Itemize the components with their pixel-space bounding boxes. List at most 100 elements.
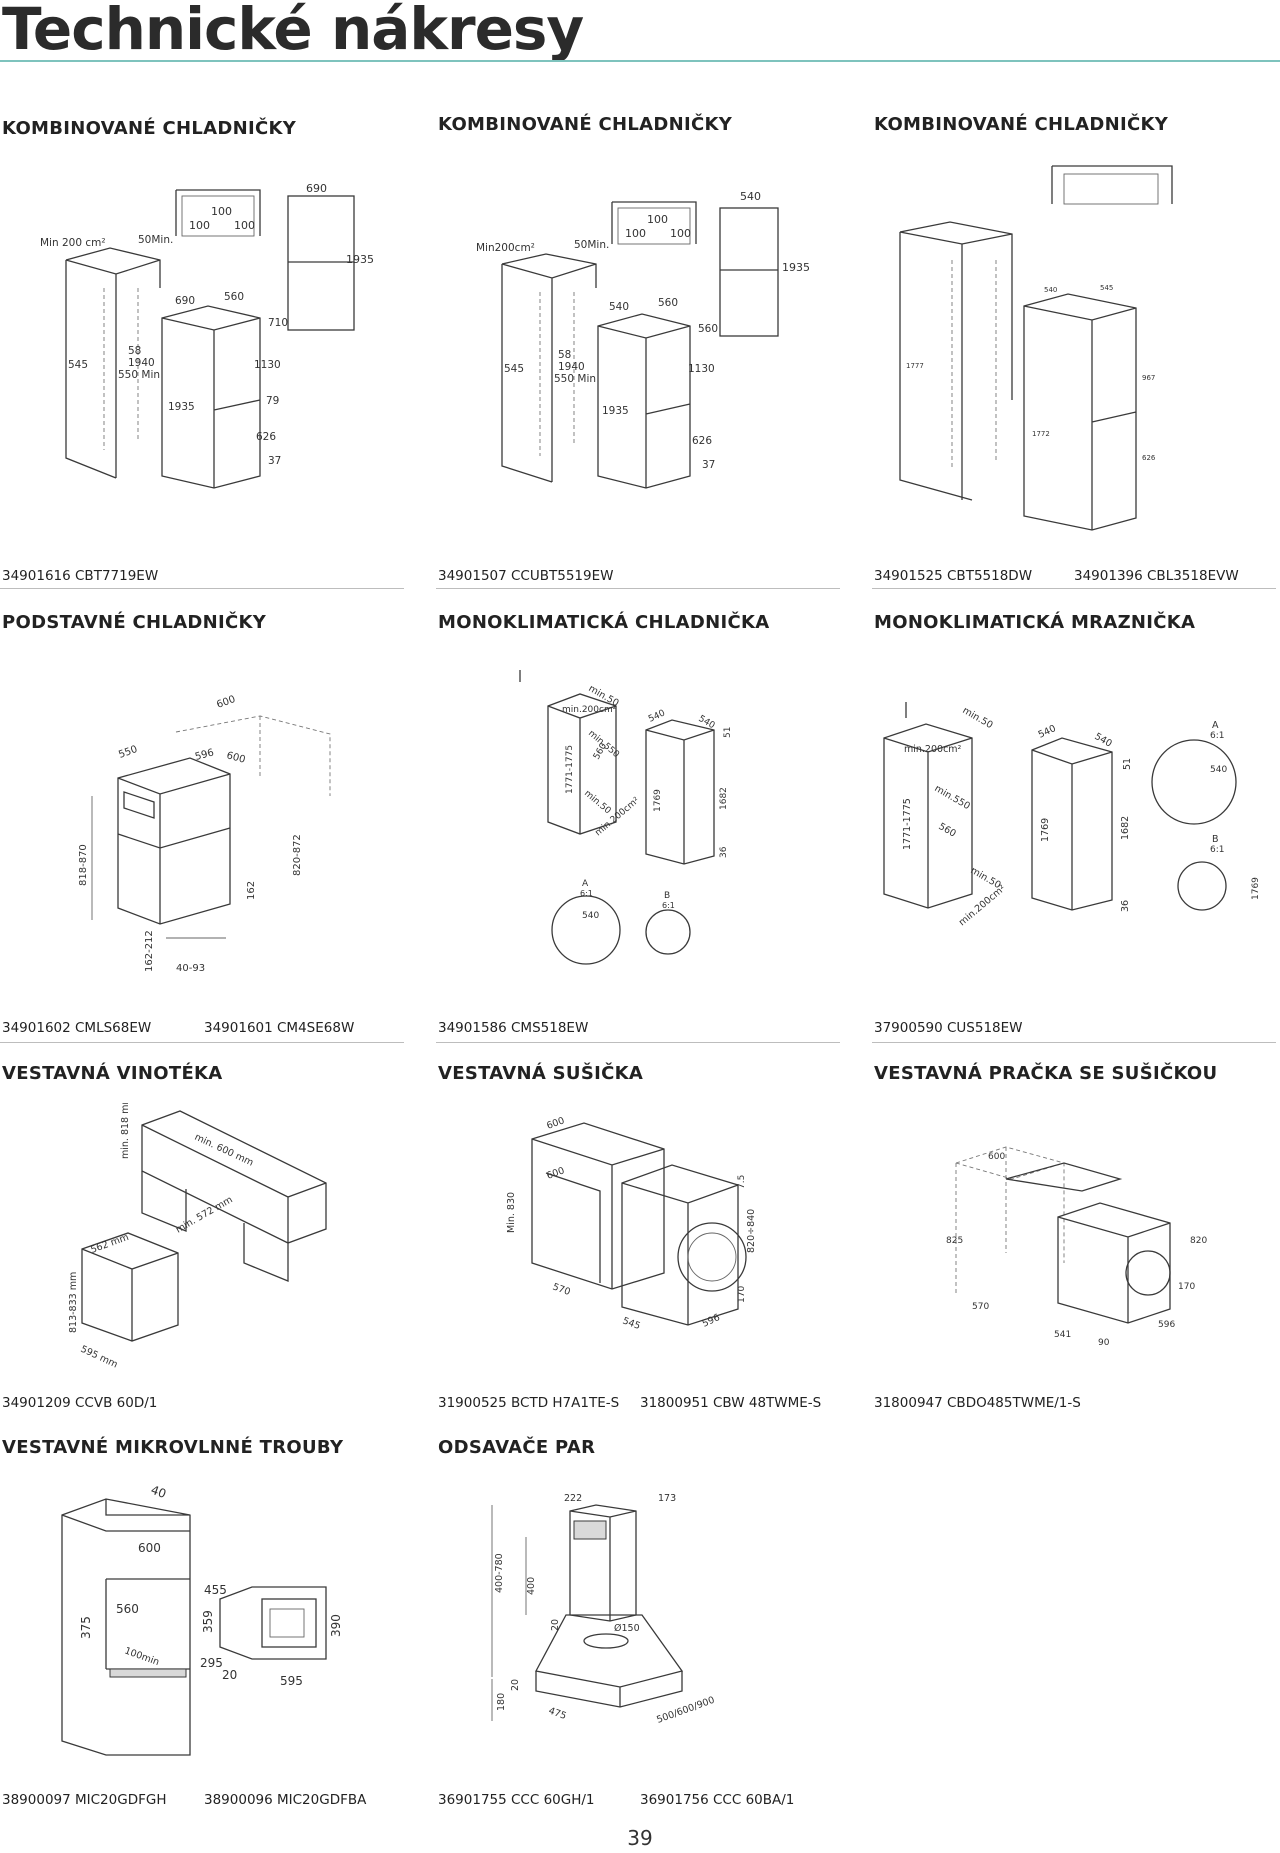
dim-label: min.50 — [582, 789, 613, 817]
technical-drawing-single-freezer: min.50 min.200cm² 1771-1775 min.550 560 … — [872, 690, 1276, 990]
product-code: 36901755 CCC 60GH/1 — [438, 1792, 595, 1808]
dim-label: 170 — [737, 1286, 747, 1303]
product-code: 37900590 CUS518EW — [874, 1020, 1023, 1036]
dim-label: 560 — [698, 323, 718, 335]
section-divider — [872, 588, 1276, 589]
dim-label: min. 572 mm — [174, 1194, 235, 1235]
dim-label: 162 — [246, 881, 257, 900]
section-heading: VESTAVNÁ PRAČKA SE SUŠIČKOU — [874, 1063, 1218, 1084]
product-code: 34901209 CCVB 60D/1 — [2, 1395, 158, 1411]
dim-label: 37 — [268, 455, 281, 467]
dim-label: B — [1212, 834, 1219, 845]
dim-label: 1935 — [782, 261, 810, 274]
dim-label: 595 — [280, 1674, 303, 1688]
section-heading: KOMBINOVANÉ CHLADNIČKY — [874, 114, 1169, 135]
dim-label: 1769 — [1040, 818, 1051, 842]
dim-label: 500/600/900 — [655, 1695, 716, 1726]
title-divider — [0, 60, 1280, 62]
product-code: 31800951 CBW 48TWME-S — [640, 1395, 822, 1411]
dim-label: 6:1 — [1210, 731, 1224, 741]
dim-label: 540 — [647, 708, 667, 724]
product-code: 34901507 CCUBT5519EW — [438, 568, 614, 584]
dim-label: 560 — [658, 297, 678, 309]
dim-label: 626 — [256, 431, 276, 443]
dim-label: Min 200 cm² — [40, 237, 106, 249]
dim-label: 570 — [551, 1281, 572, 1298]
technical-drawing-washer-dryer: 600 825 820 570 541 90 596 170 — [872, 1113, 1276, 1393]
product-code: 31900525 BCTD H7A1TE-S — [438, 1395, 620, 1411]
dim-label: 90 — [1098, 1338, 1110, 1348]
dim-label: 400-780 — [494, 1553, 505, 1593]
dim-label: 813-833 mm — [68, 1272, 79, 1333]
section-heading: MONOKLIMATICKÁ CHLADNIČKA — [438, 612, 770, 633]
dim-label: 162-212 — [144, 930, 155, 972]
dim-label: 560 — [116, 1602, 139, 1616]
dim-label: 400 — [526, 1577, 537, 1595]
dim-label: 51 — [1122, 758, 1133, 770]
dim-label: 1130 — [688, 363, 715, 375]
dim-label: 550 — [117, 744, 139, 761]
dim-label: min.200cm² — [562, 705, 617, 715]
dim-label: 1940 — [558, 361, 585, 373]
page-title: Technické nákresy — [2, 0, 584, 63]
dim-label: 818-870 — [78, 844, 89, 886]
dim-label: 600 — [215, 694, 237, 711]
product-codes: 34901616 CBT7719EW — [2, 568, 158, 584]
product-code: 38900096 MIC20GDFBA — [204, 1792, 367, 1808]
section-divider — [872, 1042, 1276, 1043]
dim-label: 173 — [658, 1493, 676, 1504]
technical-drawing-microwaves: 40 600 560 375 100min 455 359 390 295 20… — [0, 1469, 404, 1759]
dim-label: 1769 — [1251, 877, 1261, 900]
technical-drawing-combi-fridge-1: 100 100 100 690 1935 Min 200 cm² 50Min. … — [0, 178, 404, 518]
dim-label: 690 — [175, 295, 195, 307]
dim-label: 570 — [972, 1302, 989, 1312]
dim-label: A — [582, 879, 589, 889]
dim-label: 690 — [306, 182, 327, 195]
dim-label: 541 — [1054, 1330, 1071, 1340]
dim-label: 545 — [504, 363, 524, 375]
dim-label: 600 — [225, 750, 246, 766]
dim-label: 1682 — [1120, 816, 1131, 840]
dim-label: 50Min. — [574, 239, 609, 251]
dim-label: 626 — [692, 435, 712, 447]
dim-label: 170 — [1178, 1282, 1195, 1292]
dim-label: 1682 — [719, 787, 729, 810]
dim-label: 6:1 — [1210, 845, 1224, 855]
product-code: 34901525 CBT5518DW — [874, 568, 1033, 584]
section-heading: MONOKLIMATICKÁ MRAZNIČKA — [874, 612, 1196, 633]
dim-label: 545 — [68, 359, 88, 371]
dim-label: Ø150 — [614, 1623, 640, 1634]
section-divider — [0, 1042, 404, 1043]
dim-label: 600 — [545, 1165, 566, 1182]
dim-label: 550 Min — [554, 373, 596, 385]
technical-drawing-tumble-dryer: 600 600 Min. 830 570 545 596 820÷840 7.5… — [436, 1113, 840, 1393]
dim-label: 51 — [723, 727, 733, 738]
dim-label: 540 — [1044, 286, 1057, 294]
dim-label: 550 Min — [118, 369, 160, 381]
dim-label: 100min — [123, 1645, 161, 1668]
dim-label: 626 — [1142, 454, 1156, 462]
dim-label: 1771-1775 — [565, 745, 575, 794]
dim-label: 180 — [496, 1693, 507, 1711]
dim-label: 79 — [266, 395, 279, 407]
section-heading: KOMBINOVANÉ CHLADNIČKY — [438, 114, 733, 135]
dim-label: 595 mm — [79, 1344, 120, 1371]
dim-label: 596 — [194, 747, 215, 763]
product-code: 34901601 CM4SE68W — [204, 1020, 355, 1036]
dim-label: min. 818 mm — [120, 1103, 131, 1159]
dim-label: 540 — [582, 911, 599, 921]
dim-label: 540 — [1037, 723, 1058, 741]
dim-label: 710 — [268, 317, 288, 329]
technical-drawing-cooker-hood: 222 173 400-780 400 20 Ø150 180 20 475 5… — [436, 1481, 840, 1751]
section-heading: VESTAVNÁ SUŠIČKA — [438, 1063, 644, 1084]
technical-drawing-combi-fridge-2: 100 100 100 540 1935 Min200cm² 50Min. 54… — [436, 178, 840, 518]
product-codes: 34901209 CCVB 60D/1 — [2, 1395, 157, 1411]
dim-label: 36 — [1120, 900, 1131, 912]
dim-label: Min200cm² — [476, 242, 535, 254]
dim-label: 820÷840 — [746, 1209, 757, 1253]
dim-label: 560 — [224, 291, 244, 303]
product-codes: 34901525 CBT5518DW 34901396 CBL3518EVW — [874, 568, 1239, 584]
dim-label: 20 — [222, 1668, 237, 1682]
dim-label: 100 — [625, 227, 646, 240]
dim-label: 6:1 — [662, 901, 675, 910]
